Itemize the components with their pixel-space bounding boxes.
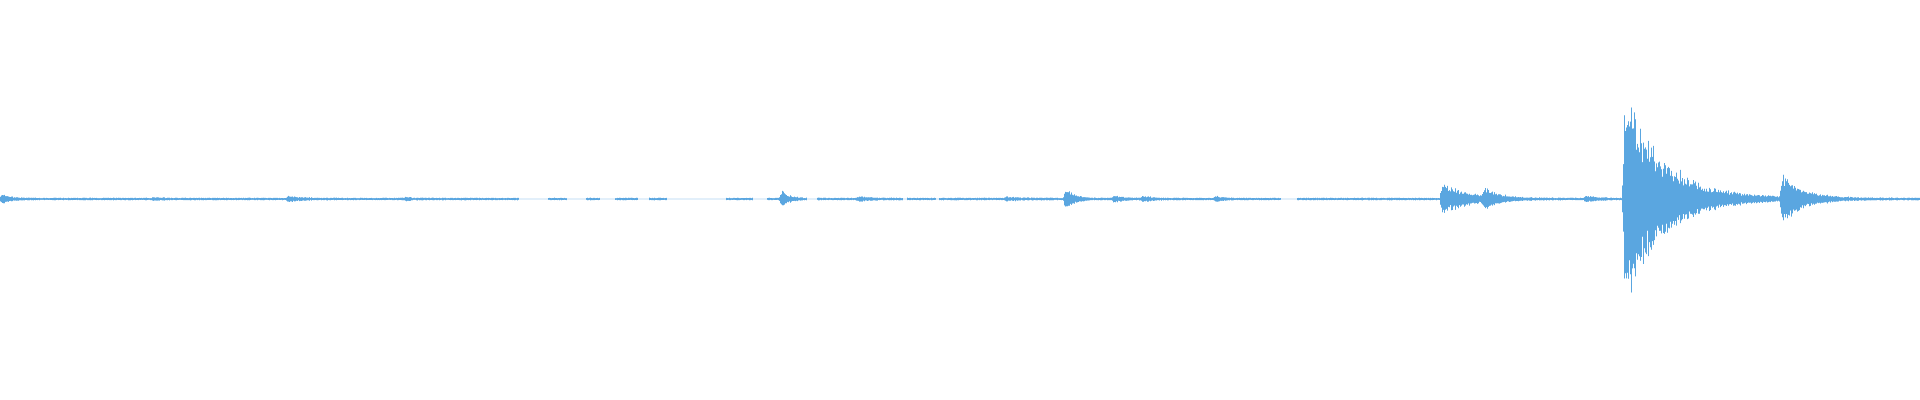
- waveform-envelope: [0, 107, 1920, 293]
- waveform-trace: [0, 107, 1920, 293]
